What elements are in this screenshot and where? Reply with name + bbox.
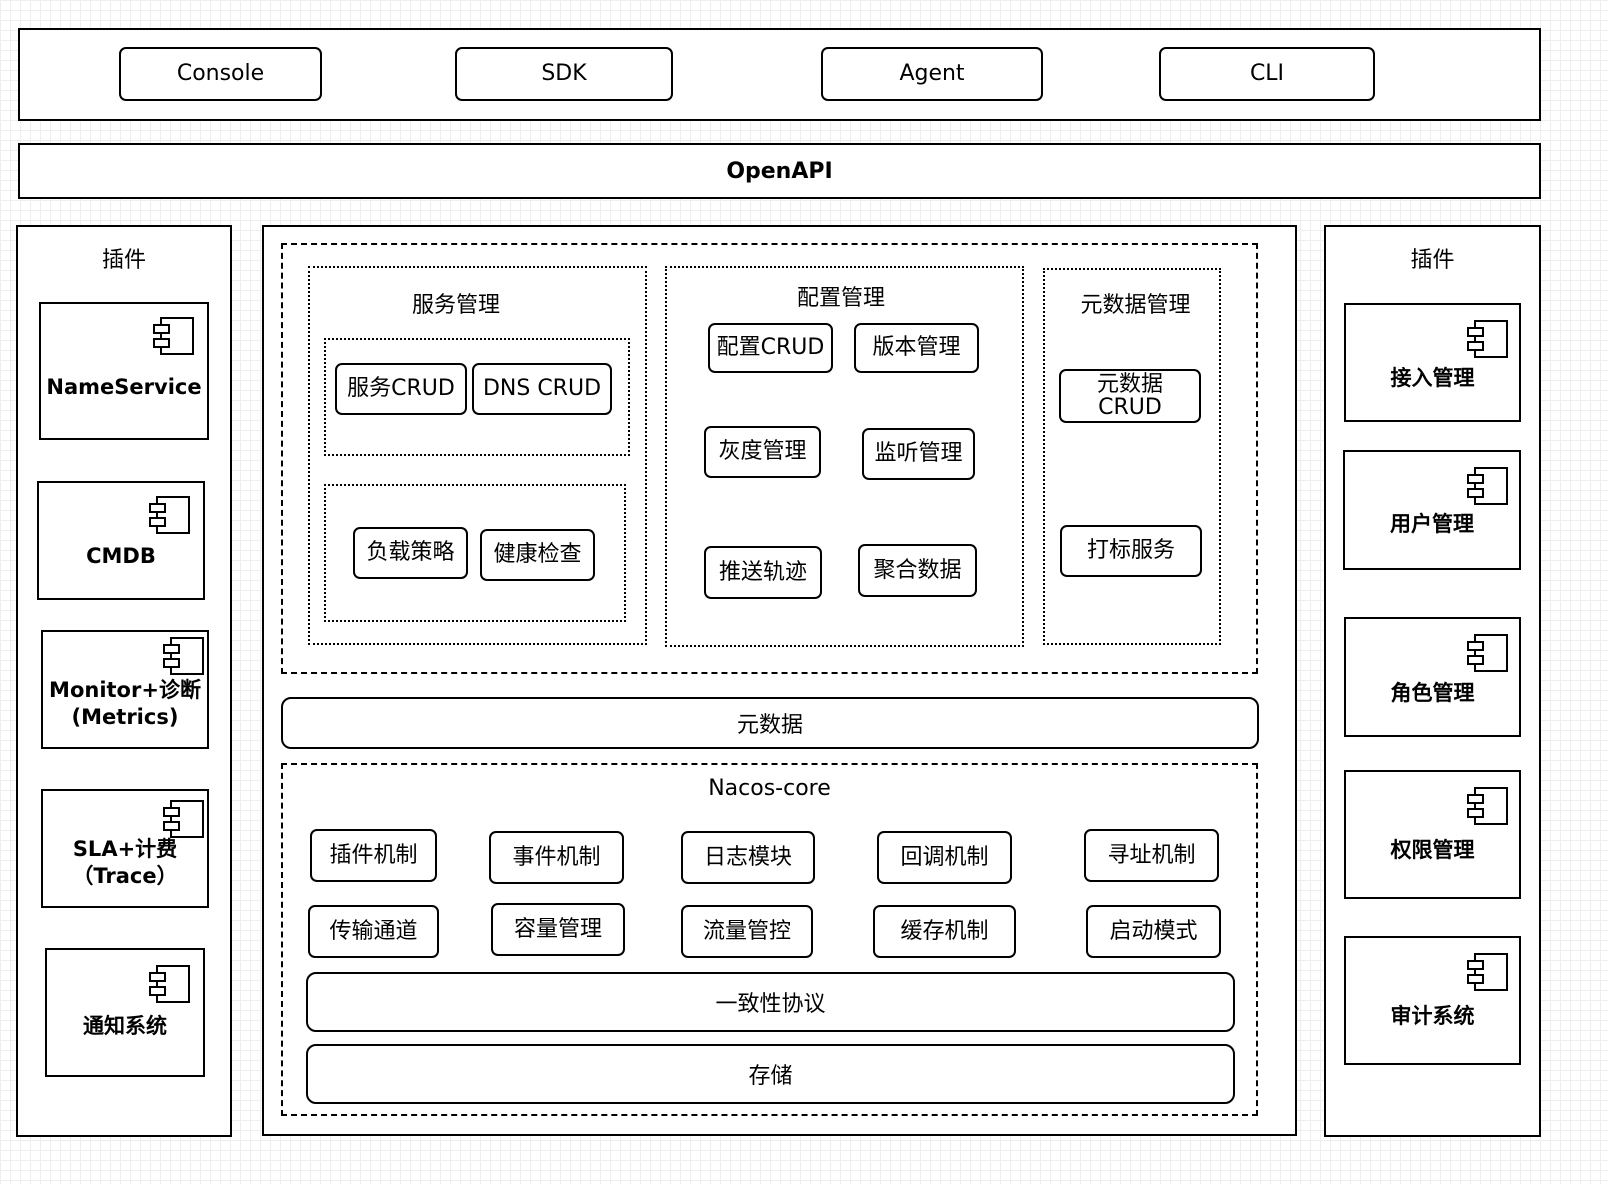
component-icon <box>1467 953 1508 991</box>
core-addressing-mechanism: 寻址机制 <box>1084 829 1219 882</box>
config-mgmt-group <box>665 266 1024 647</box>
client-console: Console <box>119 47 322 101</box>
component-icon <box>163 800 204 838</box>
component-icon <box>149 965 190 1003</box>
metadata-mgmt-group <box>1043 268 1221 645</box>
core-traffic-control: 流量管控 <box>681 905 813 958</box>
component-icon <box>1467 787 1508 825</box>
plugin-nameservice-label: NameService <box>46 374 202 399</box>
core-transport-channel: 传输通道 <box>308 905 439 958</box>
plugin-audit-system-label: 审计系统 <box>1390 1004 1475 1029</box>
health-check: 健康检查 <box>480 529 595 581</box>
consistency-protocol: 一致性协议 <box>306 972 1235 1032</box>
core-area <box>281 763 1258 1116</box>
core-plugin-mechanism: 插件机制 <box>310 829 437 882</box>
openapi-bar: OpenAPI <box>18 143 1541 199</box>
tagging-service: 打标服务 <box>1060 525 1202 577</box>
plugin-cmdb: CMDB <box>37 481 205 600</box>
plugin-role-mgmt-label: 角色管理 <box>1390 680 1475 705</box>
client-agent: Agent <box>821 47 1043 101</box>
core-log-module: 日志模块 <box>681 831 815 884</box>
plugin-user-mgmt: 用户管理 <box>1343 450 1521 570</box>
config-crud: 配置CRUD <box>708 323 833 373</box>
component-icon <box>1467 634 1508 672</box>
service-crud-subgroup <box>324 338 630 456</box>
component-icon <box>1467 320 1508 358</box>
plugin-sla: SLA+计费 （Trace） <box>41 789 209 908</box>
plugin-notify-label: 通知系统 <box>83 1014 167 1039</box>
plugin-monitor: Monitor+诊断 (Metrics) <box>41 630 209 749</box>
plugin-access-mgmt: 接入管理 <box>1344 303 1521 422</box>
listen-mgmt: 监听管理 <box>862 428 975 480</box>
right-plugin-title: 插件 <box>1410 248 1455 273</box>
aggregate-data: 聚合数据 <box>858 544 977 597</box>
plugin-monitor-label: Monitor+诊断 (Metrics) <box>49 677 201 729</box>
storage: 存储 <box>306 1044 1235 1104</box>
core-cache-mechanism: 缓存机制 <box>873 905 1016 958</box>
plugin-cmdb-label: CMDB <box>86 544 156 569</box>
plugin-user-mgmt-label: 用户管理 <box>1390 511 1474 536</box>
core-title: Nacos-core <box>708 776 831 801</box>
metadata-mgmt-title: 元数据管理 <box>1080 293 1191 318</box>
metadata-bar: 元数据 <box>281 697 1259 749</box>
management-area <box>281 243 1258 674</box>
push-trace: 推送轨迹 <box>704 546 822 599</box>
client-sdk: SDK <box>455 47 673 101</box>
config-mgmt-title: 配置管理 <box>796 286 885 311</box>
service-mgmt-title: 服务管理 <box>411 293 500 318</box>
plugin-access-mgmt-label: 接入管理 <box>1390 366 1475 391</box>
plugin-permission-mgmt-label: 权限管理 <box>1390 838 1475 863</box>
service-crud: 服务CRUD <box>335 363 467 415</box>
dns-crud: DNS CRUD <box>472 363 612 415</box>
service-mgmt-group <box>308 266 647 645</box>
plugin-audit-system: 审计系统 <box>1344 936 1521 1065</box>
plugin-permission-mgmt: 权限管理 <box>1344 770 1521 899</box>
client-cli: CLI <box>1159 47 1375 101</box>
gray-mgmt: 灰度管理 <box>704 426 821 478</box>
plugin-notify: 通知系统 <box>45 948 205 1077</box>
core-startup-mode: 启动模式 <box>1086 905 1221 958</box>
version-mgmt: 版本管理 <box>854 323 979 373</box>
core-capacity-mgmt: 容量管理 <box>491 903 625 956</box>
component-icon <box>163 637 204 675</box>
left-plugin-title: 插件 <box>101 248 146 273</box>
metadata-crud: 元数据 CRUD <box>1059 369 1201 423</box>
load-policy: 负载策略 <box>353 527 468 579</box>
core-event-mechanism: 事件机制 <box>489 831 624 884</box>
component-icon <box>1467 467 1508 505</box>
plugin-nameservice: NameService <box>39 302 209 440</box>
component-icon <box>153 317 194 355</box>
core-callback-mechanism: 回调机制 <box>877 831 1012 884</box>
plugin-role-mgmt: 角色管理 <box>1344 617 1521 737</box>
plugin-sla-label: SLA+计费 （Trace） <box>72 836 178 888</box>
component-icon <box>149 496 190 534</box>
load-health-subgroup <box>324 484 626 622</box>
